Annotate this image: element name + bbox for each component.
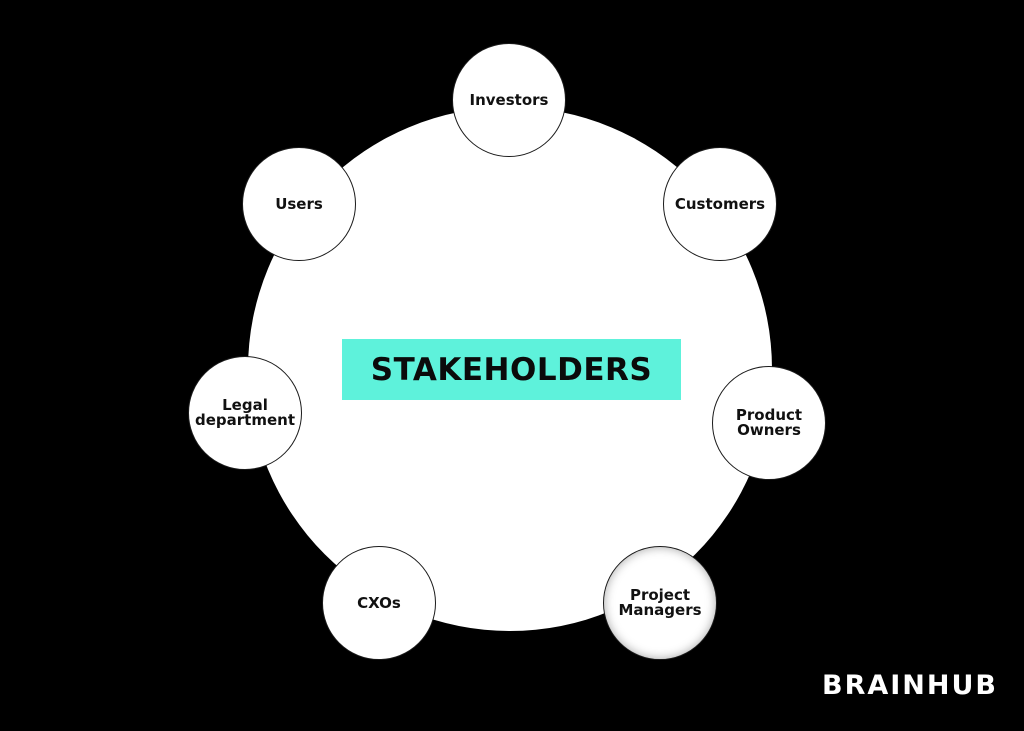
center-label: STAKEHOLDERS	[342, 339, 681, 400]
node-label: Project Managers	[618, 586, 702, 619]
node-label: Investors	[469, 90, 549, 109]
node-label: Customers	[674, 194, 766, 213]
brand-logo-text: BRAINHUB	[821, 670, 998, 701]
node-label: Product Owners	[735, 406, 803, 439]
center-label-text: STAKEHOLDERS	[370, 351, 653, 388]
node-customers: Customers	[663, 147, 777, 261]
node-label: Users	[275, 194, 323, 213]
node-users: Users	[242, 147, 356, 261]
node-product-owners: Product Owners	[712, 366, 826, 480]
node-label: CXOs	[357, 593, 401, 612]
node-cxos: CXOs	[322, 546, 436, 660]
brand-logo: BRAINHUB	[822, 670, 998, 701]
node-investors: Investors	[452, 43, 566, 157]
node-legal-department: Legal department	[188, 356, 302, 470]
node-label: Legal department	[195, 396, 295, 429]
node-project-managers: Project Managers	[603, 546, 717, 660]
